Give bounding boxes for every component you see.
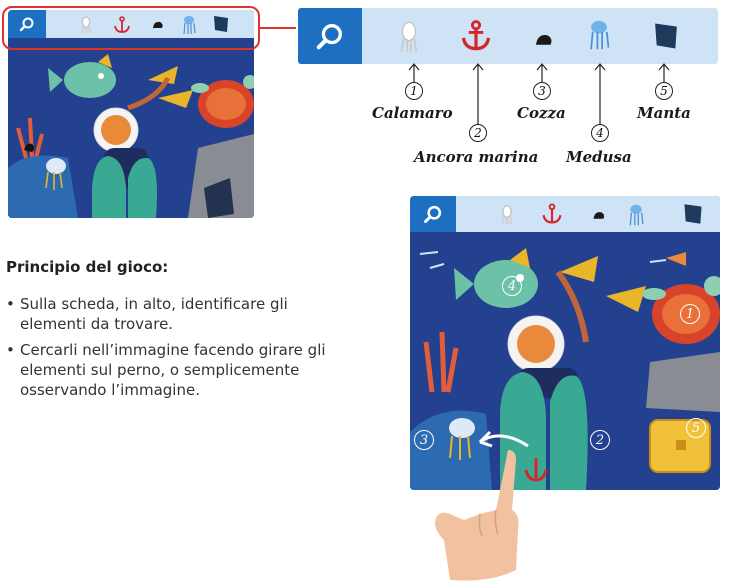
large-board-bar (410, 196, 720, 232)
fish (48, 54, 116, 98)
anchor-icon (461, 20, 491, 51)
scene-badge-4: 4 (502, 276, 522, 296)
jellyfish-icon (590, 20, 610, 50)
legend-label-medusa: Medusa (566, 148, 632, 166)
mussel-icon (153, 21, 163, 28)
large-board: 4 1 3 2 5 (410, 196, 720, 490)
legend-label-ancora: Ancora marina (414, 148, 539, 166)
rules-bullet-2: Cercarli nell’immagine facendo girare gl… (6, 340, 336, 400)
legend-number-2: 2 (469, 124, 487, 142)
anchor-icon (114, 16, 130, 33)
small-board-scene (8, 38, 254, 218)
scene-badge-3: 3 (414, 430, 434, 450)
manta-icon (214, 16, 228, 32)
jellyfish-icon (183, 16, 196, 35)
manta-icon (655, 23, 677, 49)
mussel-icon (536, 35, 552, 45)
squid-icon (81, 16, 91, 34)
legend-number-1: 1 (405, 82, 423, 100)
squid-icon (501, 205, 513, 225)
pointing-hand (435, 450, 519, 581)
legend-label-cozza: Cozza (517, 104, 566, 122)
scene-badge-2: 2 (590, 430, 610, 450)
legend-number-3: 3 (533, 82, 551, 100)
squid-icon (400, 21, 418, 52)
legend-label-manta: Manta (637, 104, 691, 122)
highlight-frame (2, 6, 260, 50)
anchor-icon (542, 203, 562, 224)
leader-lines (408, 63, 670, 124)
mussel-icon (593, 212, 605, 219)
diver-cat (507, 315, 578, 398)
legend-number-4: 4 (591, 124, 609, 142)
small-board (8, 10, 254, 218)
rules-bullet-1: Sulla scheda, in alto, identificare gli … (6, 294, 336, 334)
manta-icon (684, 204, 702, 224)
legend-label-calamaro: Calamaro (372, 104, 453, 122)
highlight-connector (258, 27, 296, 29)
rules-section: Principio del gioco: Sulla scheda, in al… (6, 258, 336, 406)
magnifier-icon (298, 8, 362, 64)
legend-number-5: 5 (655, 82, 673, 100)
magnifier-icon (8, 10, 46, 38)
turtle (191, 75, 254, 128)
small-board-bar (8, 10, 254, 38)
rules-list: Sulla scheda, in alto, identificare gli … (6, 294, 336, 400)
jellyfish-icon (629, 204, 644, 226)
magnifier-icon (410, 196, 456, 232)
rules-title: Principio del gioco: (6, 258, 169, 276)
scene-badge-5: 5 (686, 418, 706, 438)
diver-cat (93, 76, 171, 188)
large-board-scene (410, 232, 720, 490)
enlarged-bar (298, 8, 718, 64)
scene-badge-1: 1 (680, 304, 700, 324)
